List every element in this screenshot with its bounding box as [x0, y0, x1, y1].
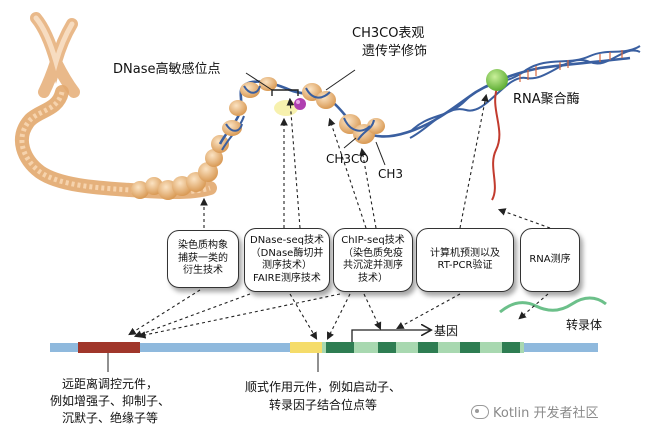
distal-elements-label-line1: 远距离调控元件，: [61, 377, 158, 391]
method-box-chip-seq: ChIP-seq技术 （染色质免疫 共沉淀并测序 技术）: [333, 228, 413, 292]
nucleosomes: [222, 77, 385, 144]
source-arrows: [200, 93, 551, 229]
distal-element-segment: [78, 342, 140, 353]
distal-elements-label-line3: 沉默子、绝缘子等: [61, 411, 158, 425]
acetyl-modification-label-line2: 遗传学修饰: [362, 44, 428, 59]
rna-transcript: [491, 87, 501, 201]
dna-wraps: [225, 85, 375, 141]
acetyl-label-leader: [325, 69, 356, 91]
method-box-computational-prediction: 计算机预测以及 RT-PCR验证: [416, 228, 514, 292]
cis-elements-label-line2: 转录因子结合位点等: [268, 398, 377, 412]
dnase-site-bracket: [271, 89, 299, 96]
histone-modification-icon: [294, 98, 306, 110]
method-box-rna-seq: RNA测序: [520, 228, 580, 292]
gene-label: 基因: [434, 324, 459, 338]
target-arrows: [128, 289, 549, 340]
gene-direction-arrow: [351, 330, 430, 342]
dnase-site-label: DNase高敏感位点: [113, 62, 221, 77]
dna-double-helix: [409, 45, 641, 139]
acetyl-modification-label-line1: CH3CO表观: [352, 26, 425, 41]
genome-track: [50, 342, 598, 353]
dnase-label-leader: [245, 72, 273, 91]
method-box-dnase-seq: DNase-seq技术 （DNase酶切并 测序技术） FAIRE测序技术: [244, 228, 330, 292]
methyl-group-label: CH3: [378, 167, 404, 181]
watermark: Kotlin 开发者社区: [471, 402, 599, 421]
distal-elements-label-line2: 例如增强子、抑制子、: [49, 394, 170, 408]
rna-polymerase-icon: [486, 69, 508, 91]
method-box-chromatin-capture: 染色质构象 捕获一类的 衍生技术: [167, 230, 239, 288]
chromosome-shape: [30, 12, 80, 98]
rna-polymerase-label: RNA聚合酶: [513, 92, 580, 107]
chat-bubble-icon: [471, 404, 489, 419]
transcript-squiggle: [499, 296, 607, 314]
transcript-label: 转录体: [566, 318, 603, 332]
cis-elements-label-line1: 顺式作用元件，例如启动子、: [244, 380, 401, 394]
acetyl-group-label: CH3CO: [326, 152, 369, 166]
promoter-segment: [290, 342, 322, 353]
